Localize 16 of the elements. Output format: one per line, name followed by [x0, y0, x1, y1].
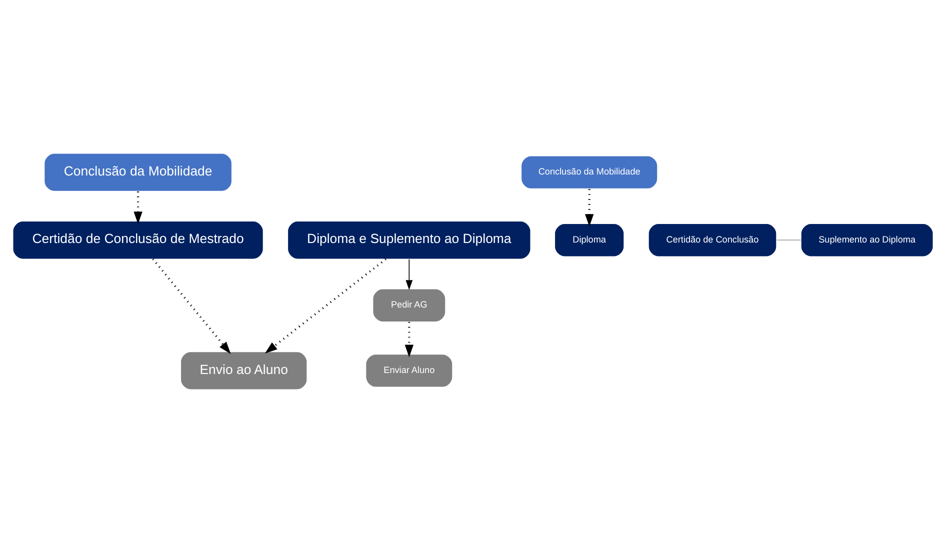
node-box: Envio ao Aluno — [180, 351, 308, 390]
node-box: Certidão de Conclusão — [648, 223, 777, 258]
node-box: Conclusão da Mobilidade — [44, 152, 232, 192]
arrow — [264, 258, 386, 354]
arrow — [134, 192, 142, 224]
arrow — [406, 258, 413, 290]
node-box: Enviar Aluno — [365, 354, 453, 388]
node-box: Pedir AG — [372, 288, 446, 322]
node-box: Suplemento ao Diploma — [800, 223, 934, 258]
node-box: Conclusão da Mobilidade — [520, 155, 658, 190]
node-box: Certidão de Conclusão de Mestrado — [12, 220, 264, 260]
node-box: Diploma e Suplemento ao Diploma — [287, 220, 532, 260]
arrow — [404, 322, 414, 358]
arrow — [152, 258, 231, 354]
node-box: Diploma — [554, 223, 624, 258]
arrow — [584, 189, 594, 227]
